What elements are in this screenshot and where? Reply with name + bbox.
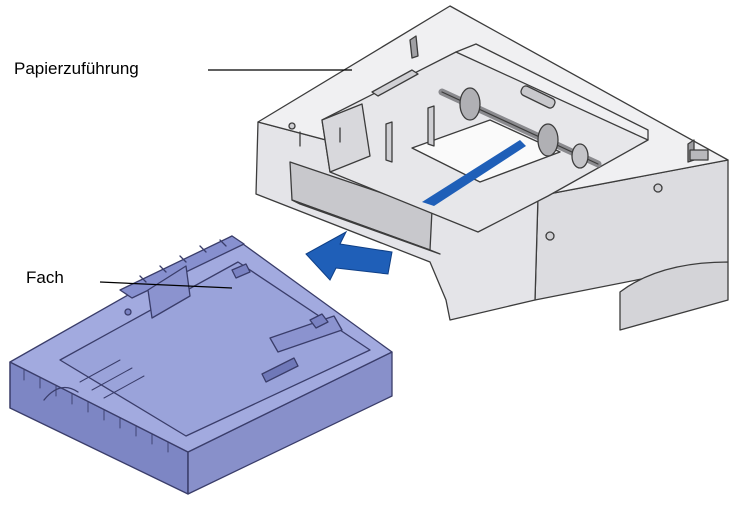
tray-callout-label: Fach [26, 268, 64, 287]
paper-feeder-unit [255, 5, 729, 331]
tray-leader-line [99, 281, 233, 289]
feeder-light-beam [422, 140, 526, 206]
feeder-gear [537, 123, 559, 157]
tray-latch [261, 357, 299, 383]
feeder-gear [459, 87, 481, 121]
pull-out-arrow [305, 230, 393, 281]
feeder-floor-opening [411, 119, 561, 183]
tray-left-guide [147, 265, 191, 319]
feeder-roller [571, 143, 589, 169]
paper-tray [9, 235, 393, 495]
feeder-callout-label: Papierzuführung [14, 59, 139, 78]
feeder-cutout [619, 261, 729, 331]
